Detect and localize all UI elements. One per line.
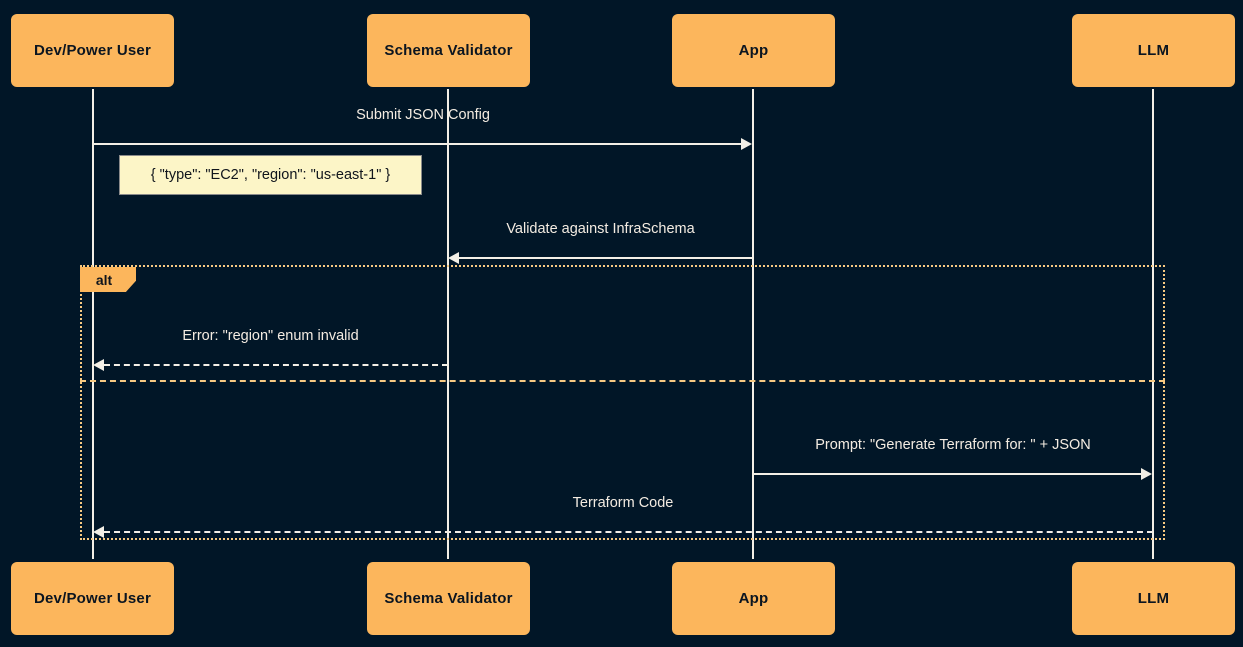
note-text: { "type": "EC2", "region": "us-east-1" }	[150, 167, 391, 183]
lifeline-user	[92, 89, 94, 559]
message-text: Validate against InfraSchema	[506, 221, 695, 237]
actor-box-user-bottom[interactable]: Dev/Power User	[11, 562, 174, 635]
arrow-head-validate-against-infraschema	[448, 252, 459, 264]
actor-label-app-top: App	[738, 42, 769, 59]
actor-label-app-bottom: App	[738, 590, 769, 607]
alt-fragment-label: alt	[80, 267, 136, 292]
lifeline-app	[752, 89, 754, 559]
actor-label-llm-bottom: LLM	[1137, 590, 1170, 607]
message-label-prompt-generate-terraform: Prompt: "Generate Terraform for: " + JSO…	[753, 437, 1153, 453]
actor-label-user-top: Dev/Power User	[33, 42, 152, 59]
message-text: Terraform Code	[572, 495, 674, 511]
actor-box-validator-top[interactable]: Schema Validator	[367, 14, 530, 87]
message-line-prompt-generate-terraform	[753, 473, 1143, 475]
arrow-head-terraform-code	[93, 526, 104, 538]
arrow-head-prompt-generate-terraform	[1141, 468, 1152, 480]
alt-fragment-divider	[80, 380, 1165, 382]
lifeline-validator	[447, 89, 449, 559]
message-line-terraform-code	[104, 531, 1153, 533]
actor-box-validator-bottom[interactable]: Schema Validator	[367, 562, 530, 635]
message-label-validate-against-infraschema: Validate against InfraSchema	[448, 221, 753, 237]
actor-label-user-bottom: Dev/Power User	[33, 590, 152, 607]
actor-box-llm-bottom[interactable]: LLM	[1072, 562, 1235, 635]
arrow-head-error-region-enum-invalid	[93, 359, 104, 371]
message-label-terraform-code: Terraform Code	[93, 495, 1153, 511]
message-line-validate-against-infraschema	[459, 257, 753, 259]
message-line-error-region-enum-invalid	[104, 364, 448, 366]
actor-label-validator-top: Schema Validator	[384, 42, 513, 59]
actor-label-validator-bottom: Schema Validator	[384, 590, 513, 607]
actor-label-llm-top: LLM	[1137, 42, 1170, 59]
alt-fragment-frame	[80, 265, 1165, 540]
lifeline-llm	[1152, 89, 1154, 559]
actor-box-app-bottom[interactable]: App	[672, 562, 835, 635]
message-label-submit-json-config: Submit JSON Config	[93, 107, 753, 123]
actor-box-app-top[interactable]: App	[672, 14, 835, 87]
alt-fragment-label-text: alt	[95, 271, 113, 288]
arrow-head-submit-json-config	[741, 138, 752, 150]
note-json-config: { "type": "EC2", "region": "us-east-1" }	[119, 155, 422, 195]
message-text: Submit JSON Config	[356, 107, 490, 123]
message-text: Error: "region" enum invalid	[182, 328, 359, 344]
message-line-submit-json-config	[93, 143, 743, 145]
actor-box-user-top[interactable]: Dev/Power User	[11, 14, 174, 87]
message-text: Prompt: "Generate Terraform for: " + JSO…	[815, 437, 1091, 453]
actor-box-llm-top[interactable]: LLM	[1072, 14, 1235, 87]
message-label-error-region-enum-invalid: Error: "region" enum invalid	[93, 328, 448, 344]
